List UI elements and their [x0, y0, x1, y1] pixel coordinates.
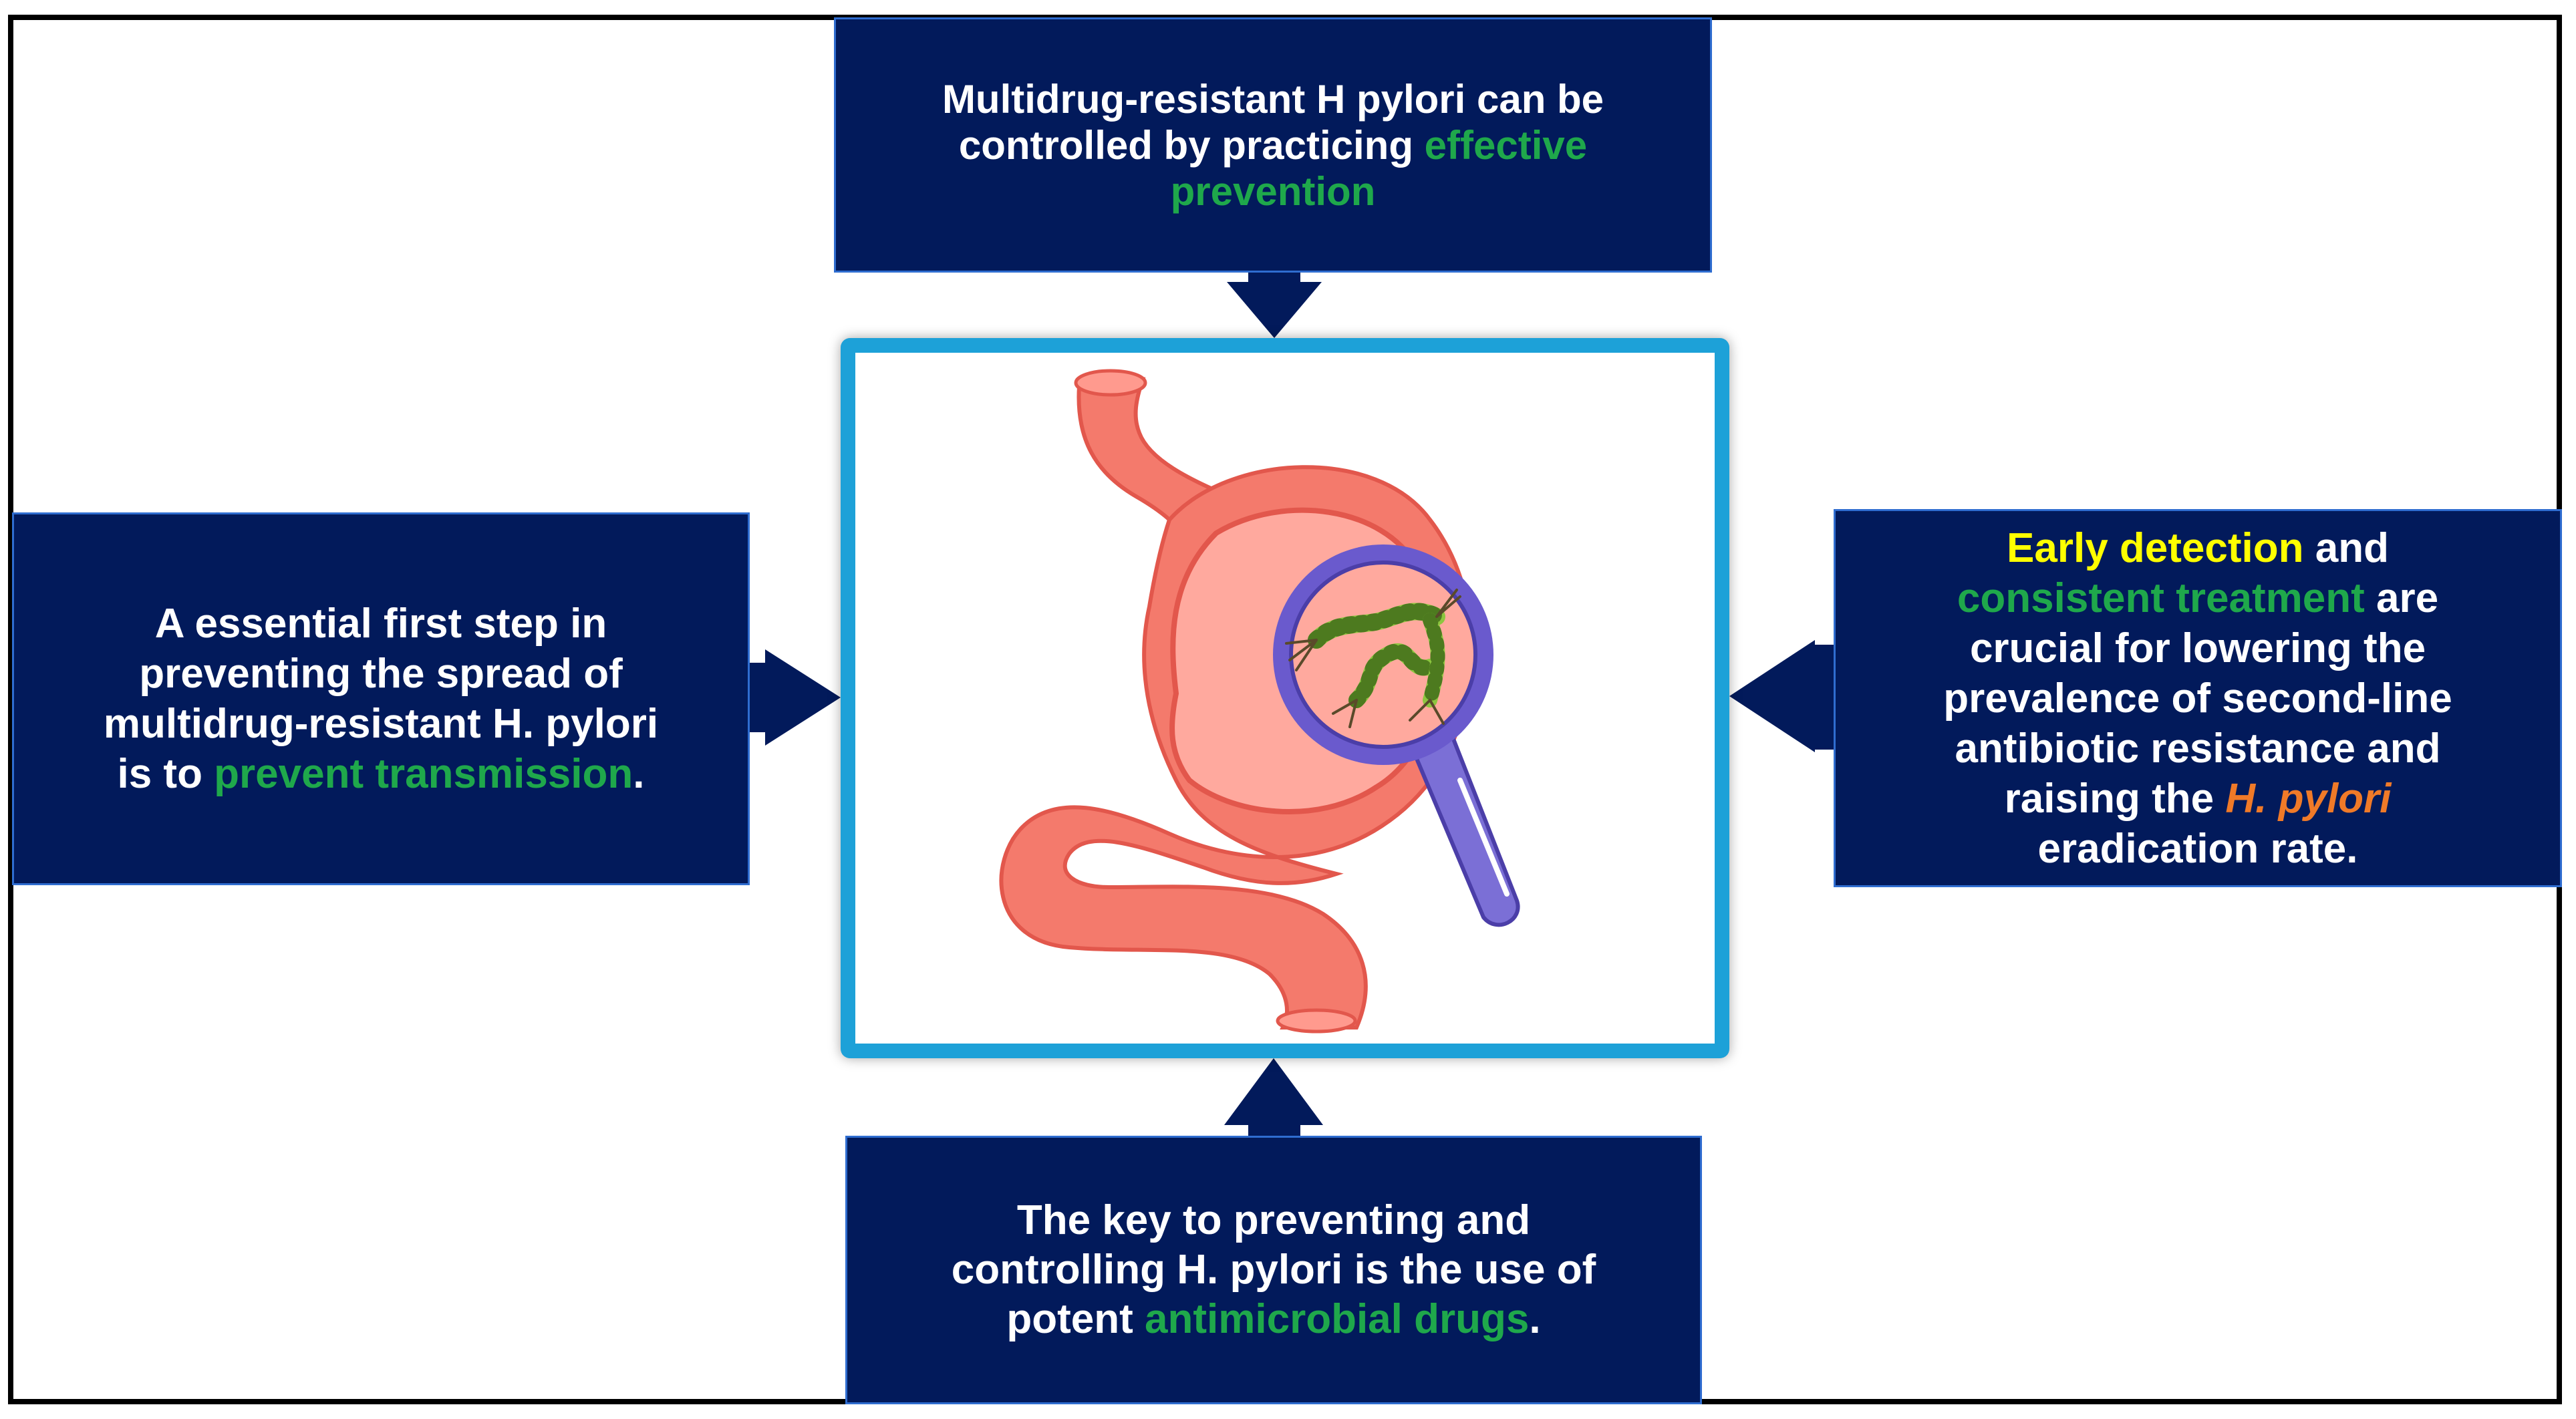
- box-right-line3: crucial for lowering the: [1969, 625, 2426, 671]
- box-top-line2: controlled by practicing: [958, 122, 1425, 168]
- arrow-up-bottom: [1224, 1058, 1323, 1137]
- box-antimicrobial-drugs: The key to preventing and controlling H.…: [845, 1136, 1702, 1404]
- stomach-with-magnifier-icon: [999, 369, 1520, 1034]
- box-right-line5: antibiotic resistance and: [1955, 725, 2441, 772]
- box-bottom-line1: The key to preventing and: [1016, 1197, 1531, 1243]
- box-bottom-line2: controlling H. pylori is the use of: [951, 1247, 1596, 1293]
- box-right-highlight-consistent-treatment: consistent treatment: [1957, 575, 2365, 621]
- box-top-highlight-effective: effective: [1424, 122, 1588, 168]
- h-pylori-bacteria-icon: [1285, 589, 1461, 728]
- box-right-highlight-h-pylori: H. pylori: [2225, 775, 2392, 822]
- box-left-line3: multidrug-resistant H. pylori: [103, 701, 659, 747]
- box-bottom-highlight: antimicrobial drugs: [1145, 1296, 1530, 1342]
- box-right-line6: raising the: [2004, 775, 2226, 822]
- magnifier-handle: [1400, 711, 1520, 927]
- box-bottom-period: .: [1529, 1296, 1541, 1342]
- box-top-highlight-prevention: prevention: [1170, 168, 1376, 214]
- box-right-line4: prevalence of second-line: [1943, 675, 2452, 722]
- arrow-right-left: [748, 649, 841, 746]
- box-early-detection: Early detection and consistent treatment…: [1834, 509, 2562, 887]
- box-left-line1: A essential first step in: [154, 601, 607, 647]
- box-right-highlight-early-detection: Early detection: [2007, 524, 2304, 571]
- box-right-line1: and: [2303, 524, 2389, 571]
- box-left-highlight: prevent transmission: [214, 751, 633, 797]
- box-prevent-transmission: A essential first step in preventing the…: [12, 512, 750, 885]
- box-right-line2: are: [2364, 575, 2439, 621]
- arrow-down-top: [1227, 271, 1322, 338]
- box-bottom-line3: potent: [1006, 1296, 1145, 1342]
- duodenum-opening: [1276, 1008, 1357, 1034]
- box-effective-prevention: Multidrug-resistant H pylori can be cont…: [834, 17, 1712, 273]
- box-top-text: Multidrug-resistant H pylori can be cont…: [942, 76, 1604, 214]
- box-left-text: A essential first step in preventing the…: [104, 599, 658, 799]
- box-top-line1: Multidrug-resistant H pylori can be: [942, 76, 1604, 122]
- arrow-left-right: [1729, 640, 1835, 752]
- box-right-line7: eradication rate.: [2037, 825, 2358, 872]
- magnifier-handle-shine: [1457, 778, 1510, 897]
- box-left-line2: preventing the spread of: [139, 651, 623, 697]
- box-right-text: Early detection and consistent treatment…: [1943, 523, 2452, 874]
- box-left-line4: is to: [117, 751, 214, 797]
- esophagus-opening: [1074, 369, 1147, 397]
- box-bottom-text: The key to preventing and controlling H.…: [952, 1196, 1596, 1344]
- box-left-period: .: [633, 751, 645, 797]
